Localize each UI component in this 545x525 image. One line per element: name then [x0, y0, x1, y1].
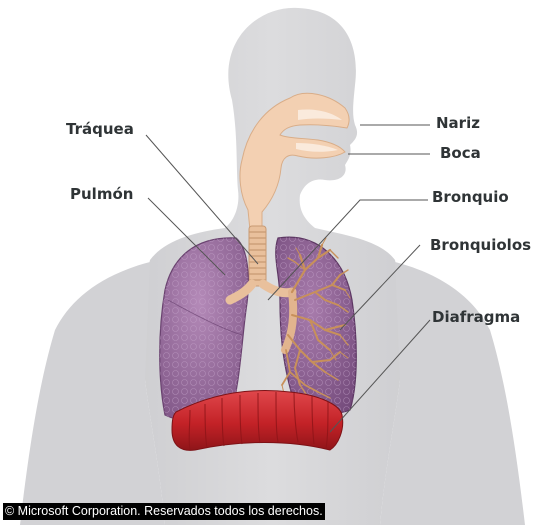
label-lung: Pulmón	[70, 185, 133, 203]
label-diaphragm: Diafragma	[432, 308, 520, 326]
body-silhouette	[20, 8, 525, 525]
label-mouth: Boca	[440, 144, 481, 162]
label-trachea: Tráquea	[66, 120, 134, 138]
copyright-notice: © Microsoft Corporation. Reservados todo…	[3, 503, 325, 520]
label-bronchioles: Bronquiolos	[430, 236, 531, 254]
label-nose: Nariz	[436, 114, 480, 132]
label-bronchus: Bronquio	[432, 188, 509, 206]
